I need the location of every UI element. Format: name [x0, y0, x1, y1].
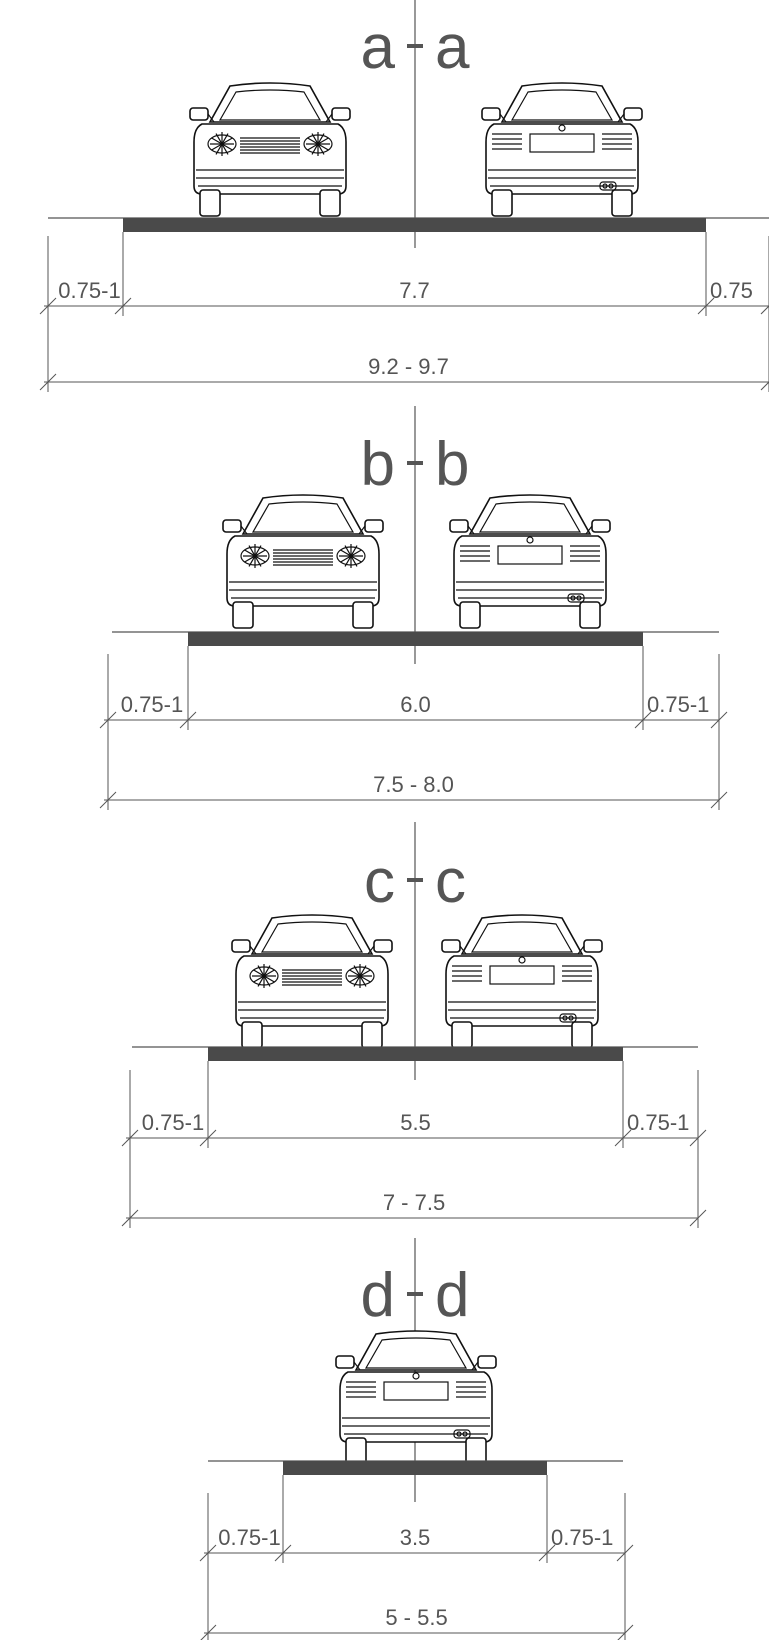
left-shoulder-label: 0.75-1 — [142, 1110, 204, 1135]
section-letter-left: a — [361, 13, 396, 82]
section-letter-right: d — [435, 1261, 469, 1330]
car-front-icon — [222, 494, 384, 629]
car-rear-icon — [335, 1330, 497, 1465]
total-width-label: 9.2 - 9.7 — [368, 354, 449, 379]
car-front-icon — [189, 82, 351, 217]
carriageway-label: 6.0 — [400, 692, 431, 717]
section-letter-right: a — [435, 13, 470, 82]
right-shoulder-label: 0.75-1 — [627, 1110, 689, 1135]
carriageway-label: 3.5 — [400, 1525, 431, 1550]
right-shoulder-label: 0.75-1 — [551, 1525, 613, 1550]
carriageway-label: 5.5 — [400, 1110, 431, 1135]
right-shoulder-label: 0.75 — [710, 278, 753, 303]
carriageway-slab — [123, 218, 706, 232]
section-letter-left: d — [361, 1261, 395, 1330]
total-width-label: 7.5 - 8.0 — [373, 772, 454, 797]
left-shoulder-label: 0.75-1 — [121, 692, 183, 717]
car-front-icon — [231, 914, 393, 1049]
carriageway-label: 7.7 — [399, 278, 430, 303]
car-rear-icon — [441, 914, 603, 1049]
section-letter-left: c — [364, 847, 395, 916]
carriageway-slab — [188, 632, 643, 646]
section-letter-right: b — [435, 430, 469, 499]
car-rear-icon — [481, 82, 643, 217]
section-letter-right: c — [435, 847, 466, 916]
left-shoulder-label: 0.75-1 — [58, 278, 120, 303]
carriageway-slab — [283, 1461, 547, 1475]
left-shoulder-label: 0.75-1 — [218, 1525, 280, 1550]
carriageway-slab — [208, 1047, 623, 1061]
total-width-label: 5 - 5.5 — [385, 1605, 447, 1630]
car-rear-icon — [449, 494, 611, 629]
section-letter-left: b — [361, 430, 395, 499]
total-width-label: 7 - 7.5 — [383, 1190, 445, 1215]
right-shoulder-label: 0.75-1 — [647, 692, 709, 717]
